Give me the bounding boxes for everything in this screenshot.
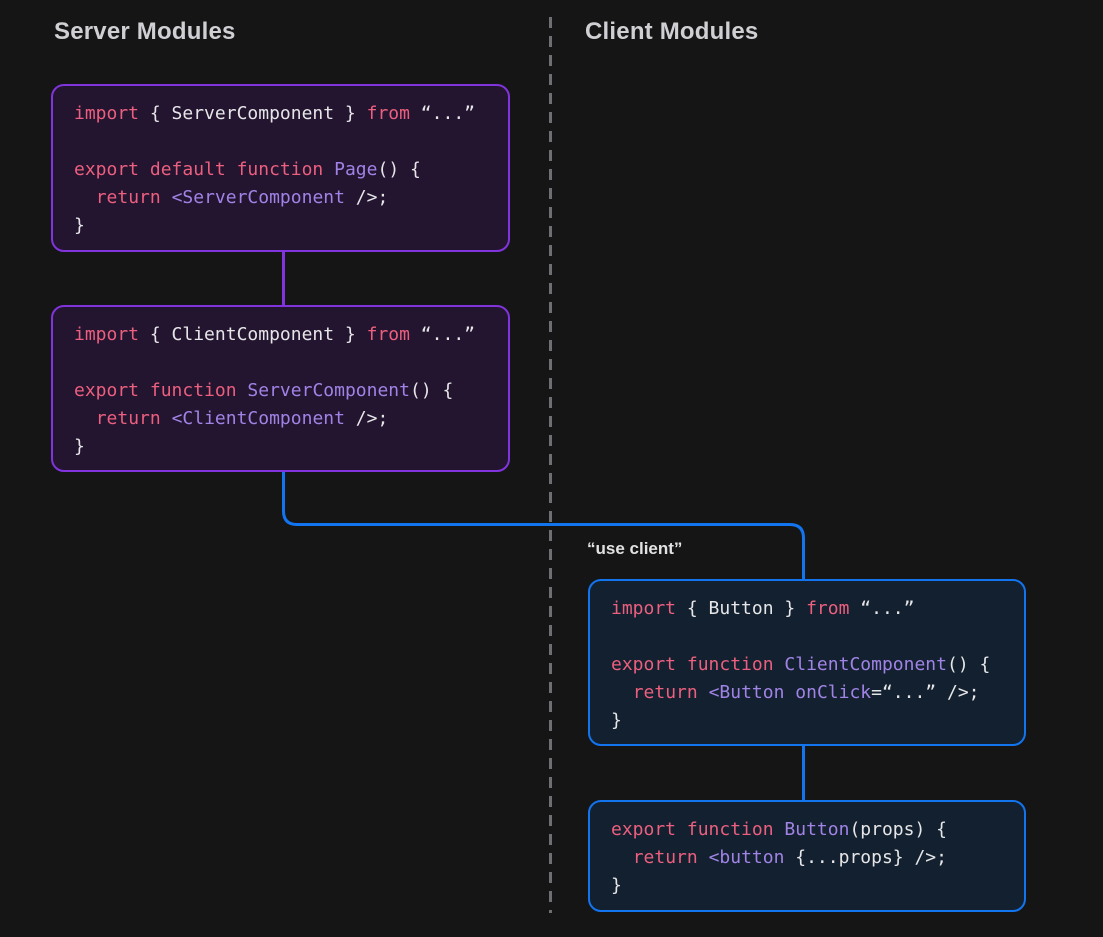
code-line: export function ClientComponent() { (611, 654, 991, 675)
code-line: export function ServerComponent() { (74, 380, 454, 401)
code-line: import { ServerComponent } from “...” (74, 103, 475, 124)
code-box-button: export function Button(props) { return <… (588, 800, 1026, 912)
code-line: return <ServerComponent />; (95, 187, 389, 208)
use-client-directive-label: “use client” (587, 539, 683, 558)
connector-servercomponent-to-clientcomponent (282, 471, 805, 580)
code-line: return <Button onClick=“...” />; (632, 682, 980, 703)
code-line: export default function Page() { (74, 159, 421, 180)
code-line: import { ClientComponent } from “...” (74, 324, 475, 345)
code-line: } (611, 875, 622, 896)
code-line (74, 128, 508, 156)
code-line: export function Button(props) { (611, 819, 947, 840)
server-modules-heading: Server Modules (54, 18, 236, 45)
server-client-boundary-dashed-line (549, 17, 552, 913)
code-line: import { Button } from “...” (611, 598, 915, 619)
code-box-server-page: import { ServerComponent } from “...” ex… (51, 84, 510, 252)
code-line (611, 623, 1024, 651)
code-line: return <ClientComponent />; (95, 408, 389, 429)
code-line: } (611, 710, 622, 731)
code-line: } (74, 215, 85, 236)
code-line: return <button {...props} />; (632, 847, 947, 868)
code-box-server-component: import { ClientComponent } from “...” ex… (51, 305, 510, 472)
code-line: } (74, 436, 85, 457)
code-box-client-component: import { Button } from “...” export func… (588, 579, 1026, 746)
code-line (74, 349, 508, 377)
client-modules-heading: Client Modules (585, 18, 759, 45)
